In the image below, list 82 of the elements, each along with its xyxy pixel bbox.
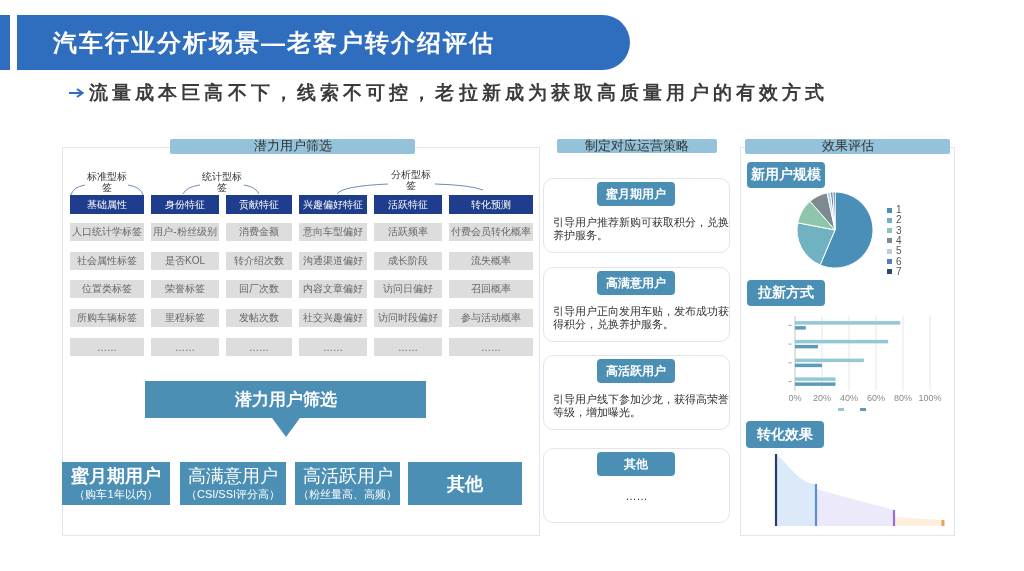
legend-label: 3 [896, 225, 902, 236]
tag-tile: 参与活动概率 [449, 309, 533, 327]
tag-tile: 位置类标签 [70, 280, 144, 298]
title-banner: 汽车行业分析场景—老客户转介绍评估 [17, 15, 630, 70]
title-pill: 蜜月期用户 [597, 182, 675, 206]
tag-tile: 沟通渠道偏好 [299, 252, 367, 270]
legend-label: 6 [896, 256, 902, 267]
tick-label: 60% [866, 393, 886, 403]
tag-tile: 访问日偏好 [374, 280, 442, 298]
strategy-text: …… [624, 489, 649, 503]
strategy-text: 引导用户正向发用车贴，发布成功获得积分，兑换养护服务。 [553, 305, 730, 331]
segment-note: （粉丝量高、高频） [298, 487, 397, 501]
tag-tile: 召回概率 [449, 280, 533, 298]
tag-tile: …… [226, 338, 292, 356]
tag-tile: 是否KOL [151, 252, 219, 270]
tick-label: 40% [839, 393, 859, 403]
tick-label: 0% [787, 393, 803, 403]
tag-tile: 付费会员转化概率 [449, 223, 533, 241]
tag-tile: 流失概率 [449, 252, 533, 270]
strategy-card [543, 448, 730, 523]
segment-note: （购车1年以内） [74, 487, 158, 501]
tag-tile: …… [449, 338, 533, 356]
group-label: 统计型标签 [201, 171, 243, 193]
category-header: 身份特征 [151, 195, 219, 214]
tag-tile: 成长阶段 [374, 252, 442, 270]
category-header: 兴趣偏好特征 [299, 195, 367, 214]
tag-tile: 意向车型偏好 [299, 223, 367, 241]
tag-tile: 荣誉标签 [151, 280, 219, 298]
legend-label: 4 [896, 235, 902, 246]
segment-box [295, 462, 400, 505]
title-pill: 其他 [597, 452, 675, 476]
legend-label: 2 [896, 215, 902, 226]
title-pill: 高活跃用户 [597, 359, 675, 383]
tag-tile: 社交兴趣偏好 [299, 309, 367, 327]
strategy-card [543, 355, 730, 430]
segment-box [180, 462, 286, 505]
category-header: 转化预测 [449, 195, 533, 214]
segment-box: 其他 [408, 462, 522, 505]
tag-tile: 活跃频率 [374, 223, 442, 241]
tick-label: 20% [812, 393, 832, 403]
legend-label: 7 [896, 266, 902, 277]
tag-tile: 社会属性标签 [70, 252, 144, 270]
tag-tile: 里程标签 [151, 309, 219, 327]
category-header: 活跃特征 [374, 195, 442, 214]
segment-note: （CSI/SSI评分高） [185, 487, 281, 501]
title-pill: 拉新方式 [747, 280, 825, 306]
tag-tile: 人口统计学标签 [70, 223, 144, 241]
tag-tile: 用户-粉丝级别 [151, 223, 219, 241]
panel-header: 潜力用户筛选 [170, 139, 415, 154]
tag-tile: 回厂次数 [226, 280, 292, 298]
tag-tile: 内容文章偏好 [299, 280, 367, 298]
tag-tile: 发帖次数 [226, 309, 292, 327]
legend-label: 5 [896, 246, 902, 257]
title-pill: 高满意用户 [597, 271, 675, 295]
strategy-card [543, 267, 730, 342]
group-label: 标准型标签 [86, 171, 128, 193]
legend-label: 1 [896, 205, 902, 215]
tick-label: 100% [917, 393, 943, 403]
tick-label: 80% [893, 393, 913, 403]
title-pill: 转化效果 [746, 421, 824, 448]
title-pill: 新用户规模 [747, 162, 825, 188]
strategy-text: 引导用户推荐新购可获取积分，兑换养护服务。 [553, 216, 730, 242]
category-header: 贡献特征 [226, 195, 292, 214]
category-header: 基础属性 [70, 195, 144, 214]
tag-tile: 消费金额 [226, 223, 292, 241]
section-header: 制定对应运营策略 [557, 139, 717, 153]
strategy-text: 引导用户线下参加沙龙，获得高荣誉等级，增加曝光。 [553, 393, 730, 419]
segment-title: 高活跃用户 [302, 466, 393, 487]
tag-tile: 转介绍次数 [226, 252, 292, 270]
tag-tile: …… [299, 338, 367, 356]
subtitle: 流量成本巨高不下，线索不可控，老拉新成为获取高质量用户的有效方式 [89, 82, 830, 104]
tag-tile: 所购车辆标签 [70, 309, 144, 327]
tag-tile: 访问时段偏好 [374, 309, 442, 327]
strategy-card [543, 178, 730, 253]
tag-tile: …… [70, 338, 144, 356]
segment-title: 蜜月期用户 [71, 466, 161, 487]
group-label: 分析型标签 [390, 169, 432, 191]
tag-tile: …… [151, 338, 219, 356]
segment-box [62, 462, 170, 505]
segment-title: 高满意用户 [188, 466, 278, 487]
tag-tile: …… [374, 338, 442, 356]
panel-header: 效果评估 [745, 139, 950, 154]
